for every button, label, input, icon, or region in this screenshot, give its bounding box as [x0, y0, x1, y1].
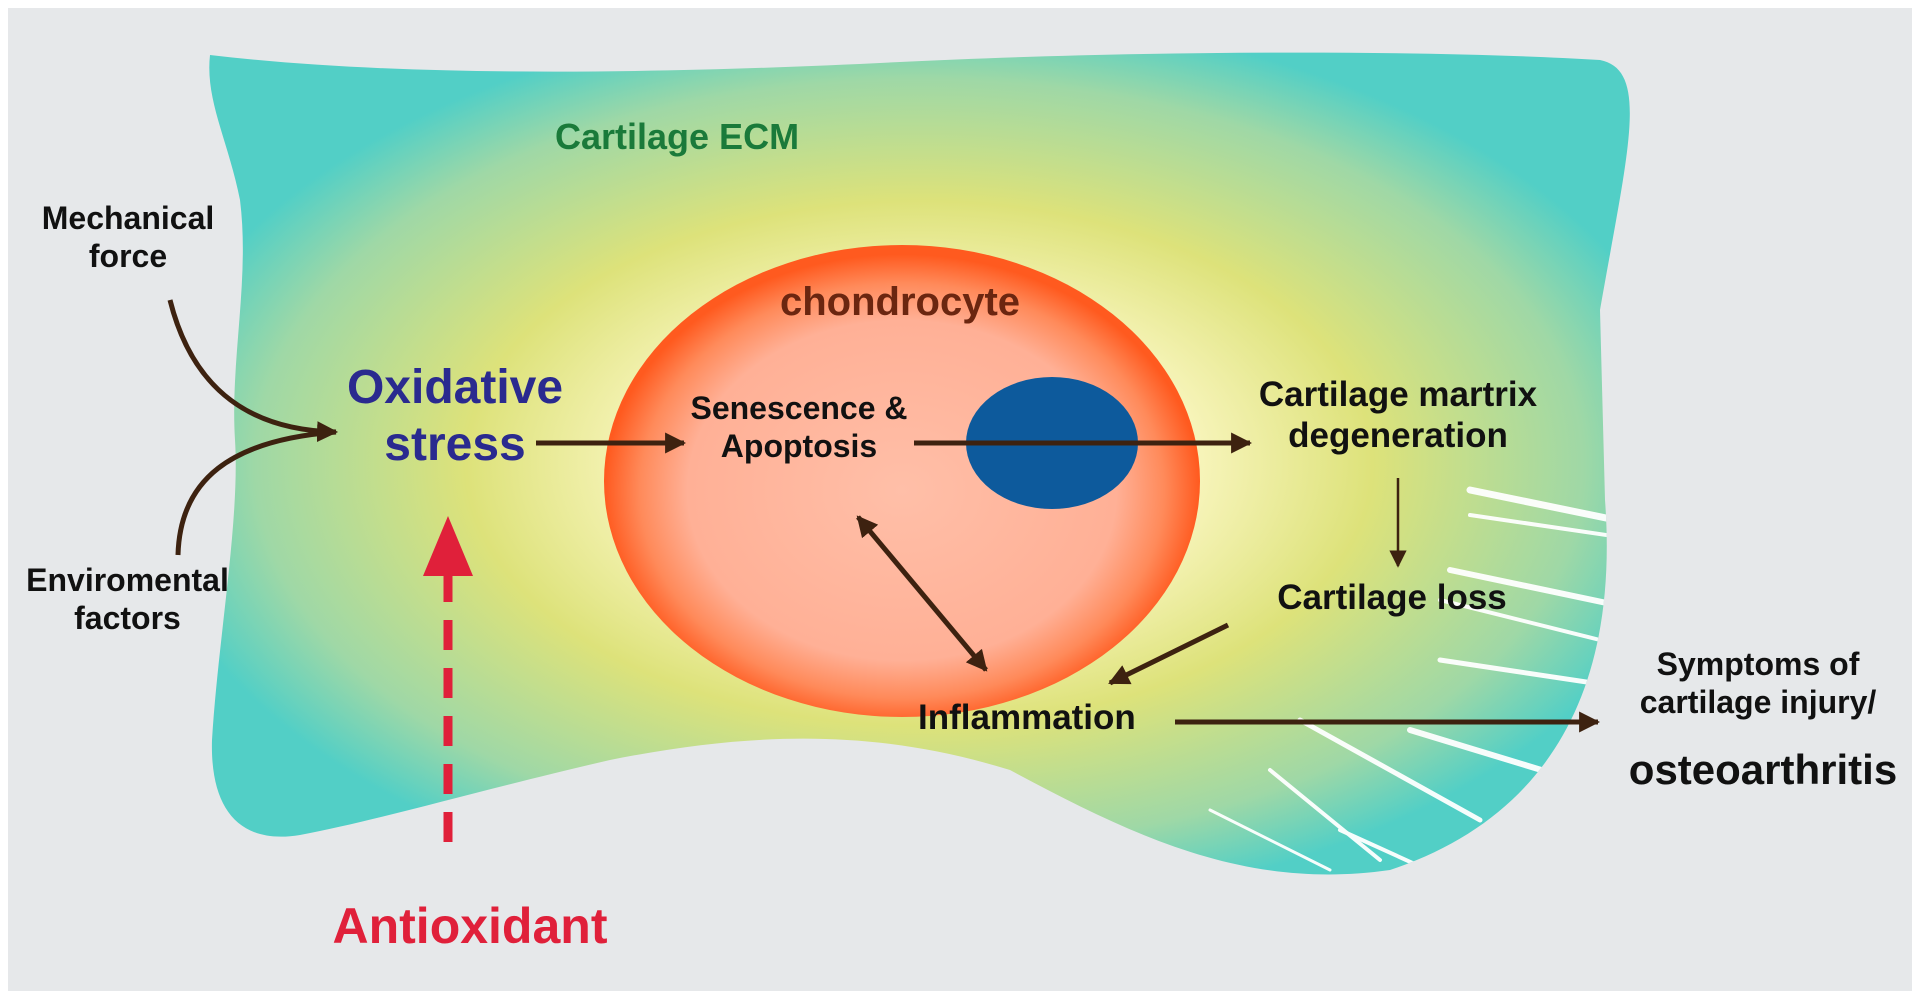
oxidative-stress-line-1: Oxidative	[346, 361, 564, 414]
osteoarthritis-label: osteoarthritis	[1628, 746, 1898, 793]
environmental-factors-line-2: factors	[74, 599, 181, 636]
senescence-line-1: Senescence &	[690, 390, 908, 426]
mechanical-force-line-2: force	[88, 237, 168, 274]
matrix-degeneration-line-2: degeneration	[1288, 416, 1508, 456]
oxidative-stress-line-2: stress	[384, 417, 526, 471]
arrow-mechanical-to-oxidative	[167, 299, 339, 443]
matrix-degeneration-line-1: Cartilage martrix	[1258, 375, 1538, 414]
chondrocyte-label: chondrocyte	[780, 280, 1021, 324]
symptoms-line-2: cartilage injury/	[1639, 683, 1877, 720]
cartilage-loss-label: Cartilage loss	[1277, 578, 1507, 617]
senescence-line-2: Apoptosis	[720, 427, 878, 464]
arrow-senescence-inflammation	[856, 515, 988, 672]
environmental-factors-label: Enviromental factors	[20, 562, 235, 638]
environmental-factors-line-1: Enviromental	[26, 562, 229, 598]
chondrocyte-cell	[604, 245, 1200, 717]
symptoms-line-1: Symptoms of	[1656, 646, 1860, 682]
antioxidant-label: Antioxidant	[332, 898, 608, 954]
mechanical-force-label: Mechanical force	[28, 200, 228, 276]
oxidative-stress-label: Oxidative stress	[340, 360, 570, 473]
mechanical-force-line-1: Mechanical	[41, 200, 215, 236]
arrow-loss-to-inflammation	[1108, 622, 1230, 686]
matrix-degeneration-label: Cartilage martrix degeneration	[1248, 374, 1548, 457]
cartilage-ecm-label: Cartilage ECM	[555, 116, 800, 157]
antioxidant-arrowhead	[423, 516, 473, 576]
senescence-apoptosis-label: Senescence & Apoptosis	[684, 390, 914, 466]
symptoms-label: Symptoms of cartilage injury/	[1618, 646, 1898, 722]
arrow-environmental-to-oxidative	[175, 429, 337, 556]
inflammation-label: Inflammation	[918, 698, 1136, 737]
